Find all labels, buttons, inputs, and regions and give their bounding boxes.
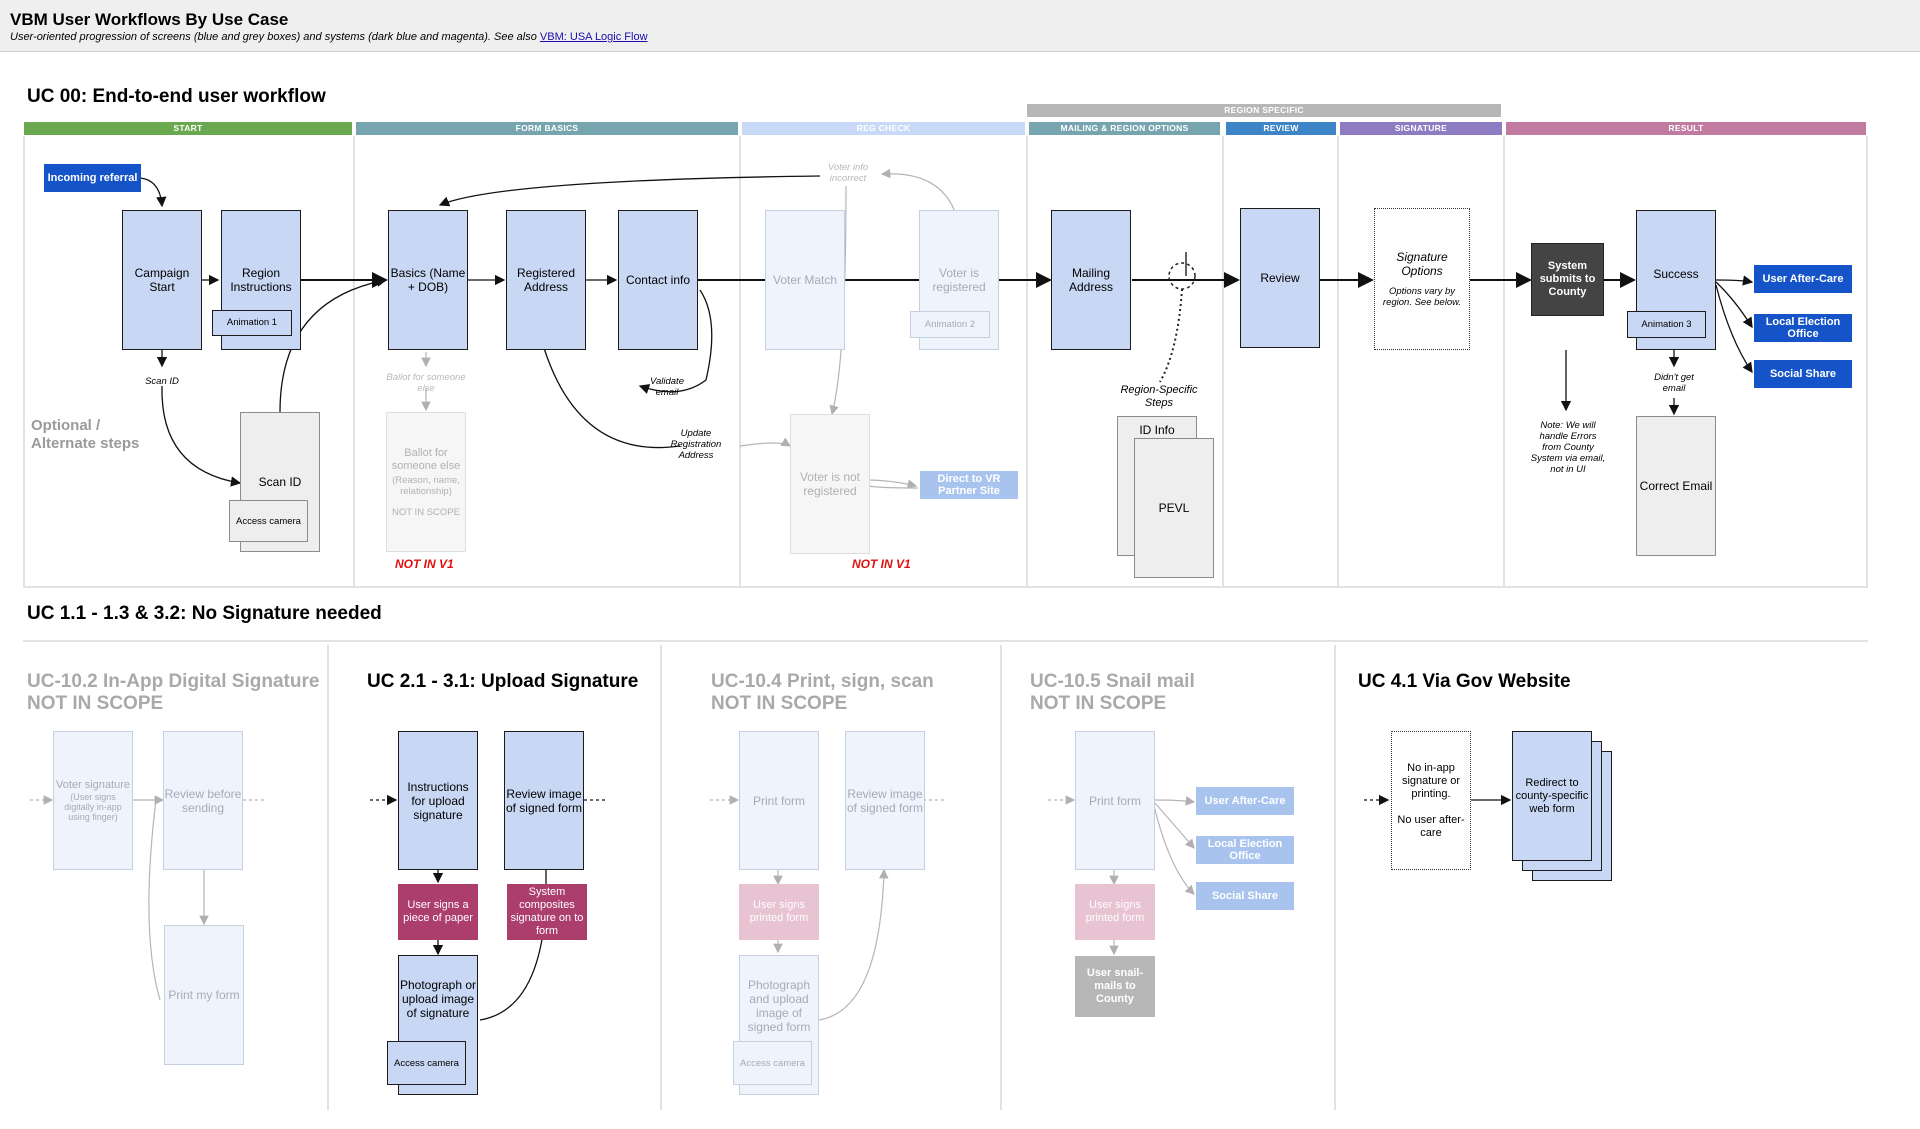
optional-steps-label: Optional / Alternate steps — [31, 417, 140, 452]
uc41-title: UC 4.1 Via Gov Website — [1358, 671, 1571, 692]
column-divider — [23, 136, 25, 586]
column-divider — [327, 645, 329, 1110]
incoming-referral-box: Incoming referral — [44, 164, 141, 192]
page-title: VBM User Workflows By Use Case — [10, 10, 289, 29]
validate-email-note: Validate email — [650, 376, 684, 398]
didnt-get-email-note: Didn't get email — [1654, 372, 1694, 394]
band-mailing: MAILING & REGION OPTIONS — [1029, 122, 1220, 135]
user-signs-printed-box: User signs printed form — [739, 884, 819, 940]
ballot-someone-else-screen: Ballot for someone else (Reason, name, r… — [386, 412, 466, 552]
ballot-someone-else-note: Ballot for someone else — [386, 372, 466, 394]
basics-screen: Basics (Name + DOB) — [388, 210, 468, 350]
not-in-v1-label: NOT IN V1 — [852, 557, 911, 571]
registered-address-screen: Registered Address — [506, 210, 586, 350]
pevl-screen: PEVL — [1134, 438, 1214, 578]
band-signature: SIGNATURE — [1340, 122, 1502, 135]
not-in-v1-label: NOT IN V1 — [395, 557, 454, 571]
section-divider — [23, 640, 1868, 642]
band-reg-check: REG CHECK — [742, 122, 1025, 135]
access-camera-box: Access camera — [387, 1041, 466, 1085]
band-start: START — [24, 122, 352, 135]
local-election-office-box: Local Election Office — [1754, 314, 1852, 342]
review-signed-form-screen: Review image of signed form — [845, 731, 925, 870]
review-screen: Review — [1240, 208, 1320, 348]
campaign-start-screen: Campaign Start — [122, 210, 202, 350]
redirect-county-screen: Redirect to county-specific web form — [1512, 731, 1592, 861]
region-steps-note: Region-Specific Steps — [1120, 384, 1198, 409]
photograph-signature-screen: Photograph or upload image of signature — [398, 955, 478, 1095]
voter-signature-note: (User signs digitally in-app using finge… — [64, 792, 122, 822]
system-composites-box: System composites signature on to form — [507, 884, 587, 940]
column-divider — [1334, 645, 1336, 1110]
social-share-box: Social Share — [1196, 882, 1294, 910]
uc00-title: UC 00: End-to-end user workflow — [27, 86, 326, 107]
voter-info-incorrect-note: Voter info incorrect — [827, 162, 869, 184]
access-camera-box: Access camera — [229, 500, 308, 542]
ballot-box-title: Ballot for someone else — [391, 446, 461, 472]
page-subtitle: User-oriented progression of screens (bl… — [10, 31, 648, 43]
column-divider — [1503, 136, 1505, 586]
column-divider — [660, 645, 662, 1110]
uc11-title: UC 1.1 - 1.3 & 3.2: No Signature needed — [27, 603, 382, 624]
column-divider — [1866, 136, 1868, 586]
subtitle-text: User-oriented progression of screens (bl… — [10, 31, 537, 43]
mailing-address-screen: Mailing Address — [1051, 210, 1131, 350]
social-share-box: Social Share — [1754, 360, 1852, 388]
contact-info-screen: Contact info — [618, 210, 698, 350]
header: VBM User Workflows By Use Case User-orie… — [0, 0, 1920, 52]
uc104-title: UC-10.4 Print, sign, scan NOT IN SCOPE — [711, 671, 934, 714]
column-divider — [1222, 136, 1224, 586]
band-result: RESULT — [1506, 122, 1866, 135]
print-form-screen: Print form — [1075, 731, 1155, 870]
print-form-screen: Print form — [739, 731, 819, 870]
column-divider — [1337, 136, 1339, 586]
animation-1-box: Animation 1 — [212, 310, 292, 336]
correct-email-screen: Correct Email — [1636, 416, 1716, 556]
errors-note: Note: We will handle Errors from County … — [1530, 420, 1606, 475]
band-review: REVIEW — [1226, 122, 1336, 135]
access-camera-box: Access camera — [733, 1041, 812, 1085]
band-form-basics: FORM BASICS — [356, 122, 738, 135]
signature-options-box: Signature Options Options vary by region… — [1374, 208, 1470, 350]
upload-instructions-screen: Instructions for upload signature — [398, 731, 478, 870]
logic-flow-link[interactable]: VBM: USA Logic Flow — [539, 31, 648, 43]
uc105-title: UC-10.5 Snail mail NOT IN SCOPE — [1030, 671, 1195, 714]
region-specific-band: REGION SPECIFIC — [1027, 104, 1501, 117]
signature-options-title: Signature Options — [1396, 250, 1448, 278]
update-registration-note: Update Registration Address — [670, 428, 722, 461]
ballot-box-scope: NOT IN SCOPE — [392, 506, 460, 518]
uc21-title: UC 2.1 - 3.1: Upload Signature — [367, 671, 639, 692]
voter-signature-label: Voter signature — [56, 779, 130, 791]
uc102-title: UC-10.2 In-App Digital Signature NOT IN … — [27, 671, 320, 714]
voter-match-screen: Voter Match — [765, 210, 845, 350]
section-divider — [23, 586, 1868, 588]
user-aftercare-box: User After-Care — [1754, 265, 1852, 293]
voter-not-registered-screen: Voter is not registered — [790, 414, 870, 554]
column-divider — [1026, 136, 1028, 586]
user-aftercare-box: User After-Care — [1196, 787, 1294, 815]
snail-mail-box: User snail-mails to County — [1075, 956, 1155, 1017]
column-divider — [1000, 645, 1002, 1110]
review-before-sending-screen: Review before sending — [163, 731, 243, 870]
animation-2-box: Animation 2 — [910, 311, 990, 338]
signature-options-note: Options vary by region. See below. — [1382, 286, 1462, 308]
system-submits-box: System submits to County — [1531, 243, 1604, 316]
scan-id-note: Scan ID — [145, 376, 179, 387]
column-divider — [353, 136, 355, 586]
local-election-office-box: Local Election Office — [1196, 836, 1294, 864]
review-signed-form-screen: Review image of signed form — [504, 731, 584, 870]
voter-signature-screen: Voter signature (User signs digitally in… — [53, 731, 133, 870]
user-signs-paper-box: User signs a piece of paper — [398, 884, 478, 940]
column-divider — [739, 136, 741, 586]
user-signs-printed-box: User signs printed form — [1075, 884, 1155, 940]
ballot-box-detail: (Reason, name, relationship) — [392, 474, 460, 497]
print-my-form-screen: Print my form — [164, 925, 244, 1065]
animation-3-box: Animation 3 — [1627, 311, 1706, 338]
direct-vr-partner-box: Direct to VR Partner Site — [920, 471, 1018, 499]
no-inapp-signature-box: No in-app signature or printing. No user… — [1391, 731, 1471, 870]
